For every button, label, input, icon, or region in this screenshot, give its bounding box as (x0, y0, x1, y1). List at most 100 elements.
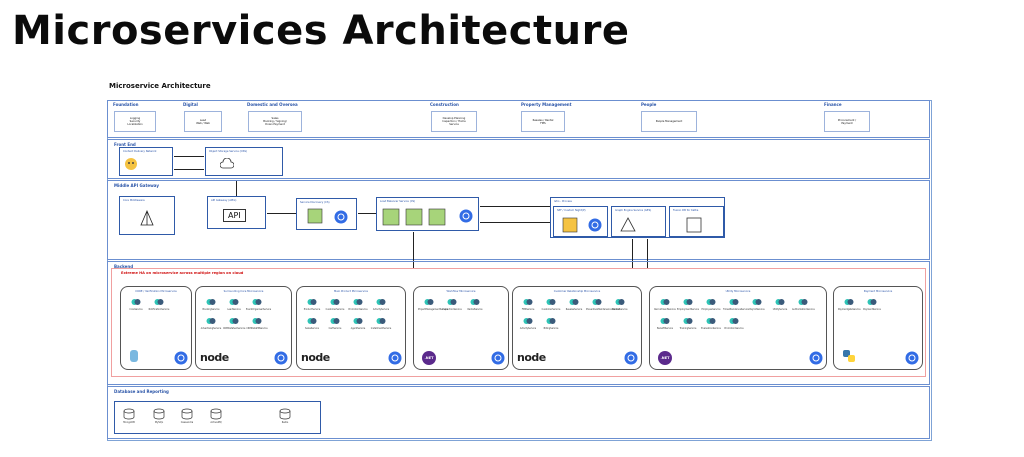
service-item: TimeAttendanceService (723, 297, 749, 311)
service-label: AuthorizationService (792, 308, 815, 311)
istio-box: Istio - Process SPF / Custom Night(P) Gr… (550, 197, 725, 238)
kubernetes-icon (491, 351, 505, 365)
service-item: FMSService (517, 297, 539, 311)
kubernetes-icon (334, 210, 348, 224)
service-discovery-box: Service Discovery (CS) (296, 198, 357, 230)
service-label: CustomerService (325, 308, 345, 311)
spf-label: SPF / Custom Night(P) (557, 209, 586, 212)
database-label: Redis (281, 421, 289, 424)
node-icon-2 (405, 208, 423, 226)
domain-title: Property Management (521, 102, 572, 107)
service-icon (523, 318, 533, 324)
service-icon (353, 299, 363, 305)
ha-label: Extreme HA on microservice across multip… (121, 271, 244, 275)
service-icon (229, 318, 239, 324)
service-label: PromotionService (348, 308, 368, 311)
graph-engine-box: Graph Engine Service (GES) (611, 206, 666, 237)
service-item: ActivityService (370, 297, 392, 311)
service-icon (206, 299, 216, 305)
service-label: UtilityService (772, 308, 788, 311)
service-icon (523, 299, 533, 305)
kubernetes-icon (624, 351, 638, 365)
domain-box: Resales / Rental FMS (521, 111, 565, 132)
service-label: EmployeeService (701, 308, 721, 311)
group-title: Workflow Microservice (446, 290, 476, 293)
service-item: AdvertisingService (200, 316, 222, 330)
service-label: ActivityService (372, 308, 390, 311)
service-icon (569, 299, 579, 305)
spf-box: SPF / Custom Night(P) (553, 206, 608, 237)
service-item: InspectionService (441, 297, 463, 311)
nodejs-logo: node (517, 351, 546, 364)
service-item: EventOrganiserService (246, 297, 272, 311)
service-item: CRMDataPNService (246, 316, 268, 330)
istio-label: Istio - Process (554, 200, 572, 203)
node-icon-3 (428, 208, 446, 226)
service-label: EmploymentService (677, 308, 699, 311)
kubernetes-icon (809, 351, 823, 365)
database-icon (181, 408, 193, 420)
service-label: ResalesService (565, 308, 583, 311)
service-icon (376, 318, 386, 324)
service-label: ProductService (303, 308, 321, 311)
service-item: CartService (324, 316, 346, 330)
database-label: MySQL (154, 421, 164, 424)
service-item: InstallmentService (370, 316, 392, 330)
domain-title: Digital (183, 102, 198, 107)
service-icon (546, 318, 556, 324)
cdn-icon (125, 158, 137, 170)
kubernetes-icon (388, 351, 402, 365)
service-item: BookingService (200, 297, 222, 311)
service-label: NotificationService (148, 308, 170, 311)
service-item: TrainingService (677, 316, 699, 330)
group-title: Utility Microservice (725, 290, 751, 293)
service-item: ActivityService (517, 316, 539, 330)
service-item: ResalesService (563, 297, 585, 311)
service-icon (660, 299, 670, 305)
service-icon (330, 318, 340, 324)
service-label: EventOrganiserService (246, 308, 272, 311)
service-icon (229, 299, 239, 305)
kubernetes-icon (174, 351, 188, 365)
database-item: Redis (275, 408, 295, 424)
service-label: PaymentService (863, 308, 881, 311)
arrow-lb-backend (413, 232, 414, 268)
oss-label: Object Storage Service (OSS) (209, 150, 248, 153)
cdn-label: Content Delivery Network (123, 150, 157, 153)
front-end-label: Front End (114, 142, 136, 147)
service-icon (683, 318, 693, 324)
core-middleware-label: Core Middleware (123, 199, 145, 202)
service-label: BenefitService (657, 327, 673, 330)
service-item: LeadService (223, 297, 245, 311)
diamond-icon (307, 208, 323, 224)
service-icon (252, 318, 262, 324)
service-item: NotificationService (148, 297, 170, 311)
cdn-box: Content Delivery Network (119, 147, 173, 176)
arrow-lb-istio (480, 206, 550, 207)
service-label: AdvertisingService (200, 327, 222, 330)
pyramid-icon (140, 210, 154, 226)
service-label: AgentService (350, 327, 366, 330)
arrow-cdn-oss (174, 156, 204, 157)
database-icon (123, 408, 135, 420)
page-title: Microservices Architecture (12, 8, 630, 54)
dotnet-logo: .NET (658, 351, 672, 365)
service-label: InstallmentService (370, 327, 392, 330)
database-icon (210, 408, 222, 420)
db-band: Database and Reporting (107, 386, 930, 439)
service-item: PayrollService (746, 297, 768, 311)
service-label: PayrollService (749, 308, 765, 311)
service-label: EvaluationService (701, 327, 721, 330)
service-icon (131, 299, 141, 305)
arrow-oss-api (236, 181, 237, 196)
service-item: UtilityService (769, 297, 791, 311)
service-item: AuthorizationService (792, 297, 815, 311)
group-title: CORE / Verification Microservice (135, 290, 177, 293)
service-label: PaymentgateService (838, 308, 861, 311)
service-item: AgentService (347, 316, 369, 330)
domain-box: Sales Booking / Signing/ Down Payment (248, 111, 302, 132)
service-icon (307, 318, 317, 324)
